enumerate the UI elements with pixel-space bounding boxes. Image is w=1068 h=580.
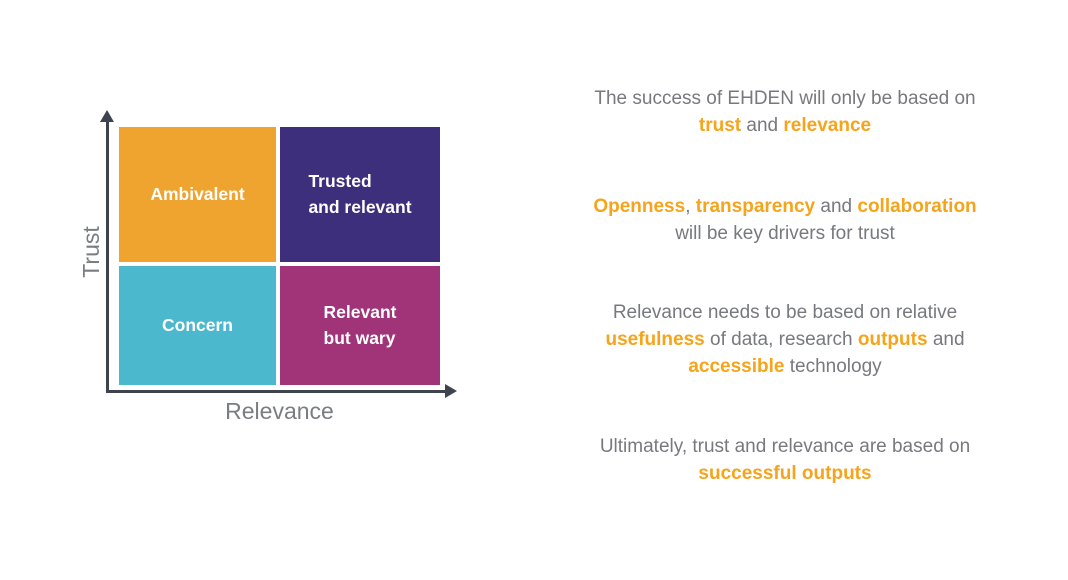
x-axis-arrow-icon bbox=[445, 384, 457, 398]
quadrant-label-concern: Concern bbox=[162, 314, 233, 335]
insight-relevance-basis: Relevance needs to be based on relative u… bbox=[550, 299, 1020, 380]
text-line: will be key drivers for trust bbox=[550, 220, 1020, 247]
highlight-text: accessible bbox=[688, 356, 785, 377]
y-axis-label: Trust bbox=[78, 226, 104, 278]
quadrant-label-trusted-and-relevant: Trusted and relevant bbox=[308, 171, 412, 217]
insight-success-basis: The success of EHDEN will only be based … bbox=[550, 85, 1020, 139]
text-segment: , bbox=[685, 196, 696, 217]
insight-trust-drivers: Openness, transparency and collaboration… bbox=[550, 193, 1020, 247]
text-segment: of data, research bbox=[704, 329, 858, 350]
x-axis-label: Relevance bbox=[225, 398, 334, 424]
text-line: accessible technology bbox=[550, 353, 1020, 380]
quadrant-concern: Concern bbox=[119, 266, 276, 385]
quadrant-label-ambivalent: Ambivalent bbox=[150, 183, 245, 204]
quadrant-trusted-and-relevant: Trusted and relevant bbox=[280, 127, 440, 262]
text-line: Relevance needs to be based on relative bbox=[550, 299, 1020, 326]
quadrant-label-relevant-but-wary: Relevant but wary bbox=[323, 302, 397, 348]
text-segment: technology bbox=[784, 356, 882, 377]
y-axis-arrow-icon bbox=[100, 110, 114, 122]
highlight-text: trust bbox=[698, 115, 742, 136]
highlight-text: relevance bbox=[783, 115, 872, 136]
text-segment: Ultimately, trust and relevance are base… bbox=[599, 436, 971, 457]
highlight-text: usefulness bbox=[605, 329, 705, 350]
text-line: successful outputs bbox=[550, 460, 1020, 487]
highlight-text: successful outputs bbox=[698, 463, 872, 484]
quadrant-ambivalent: Ambivalent bbox=[119, 127, 276, 262]
text-segment: and bbox=[741, 115, 784, 136]
trust-relevance-matrix: Trust Ambivalent Trusted and relevant Co… bbox=[0, 0, 520, 580]
text-line: Ultimately, trust and relevance are base… bbox=[550, 433, 1020, 460]
text-line: trust and relevance bbox=[550, 112, 1020, 139]
y-axis-line bbox=[106, 122, 109, 393]
quadrant-relevant-but-wary: Relevant but wary bbox=[280, 266, 440, 385]
highlight-text: collaboration bbox=[857, 196, 977, 217]
text-line: The success of EHDEN will only be based … bbox=[550, 85, 1020, 112]
highlight-text: outputs bbox=[857, 329, 928, 350]
text-line: Openness, transparency and collaboration bbox=[550, 193, 1020, 220]
quadrant-grid: Ambivalent Trusted and relevant Concern … bbox=[119, 127, 440, 385]
x-axis-line bbox=[106, 390, 445, 393]
text-segment: Relevance needs to be based on relative bbox=[612, 302, 958, 323]
text-segment: The success of EHDEN will only be based … bbox=[594, 88, 976, 109]
text-segment: and bbox=[927, 329, 965, 350]
text-segment: will be key drivers for trust bbox=[675, 223, 895, 244]
insight-successful-outputs: Ultimately, trust and relevance are base… bbox=[550, 433, 1020, 487]
highlight-text: transparency bbox=[695, 196, 816, 217]
insights-panel: The success of EHDEN will only be based … bbox=[550, 0, 1020, 580]
text-segment: and bbox=[815, 196, 858, 217]
text-line: usefulness of data, research outputs and bbox=[550, 326, 1020, 353]
highlight-text: Openness bbox=[593, 196, 686, 217]
